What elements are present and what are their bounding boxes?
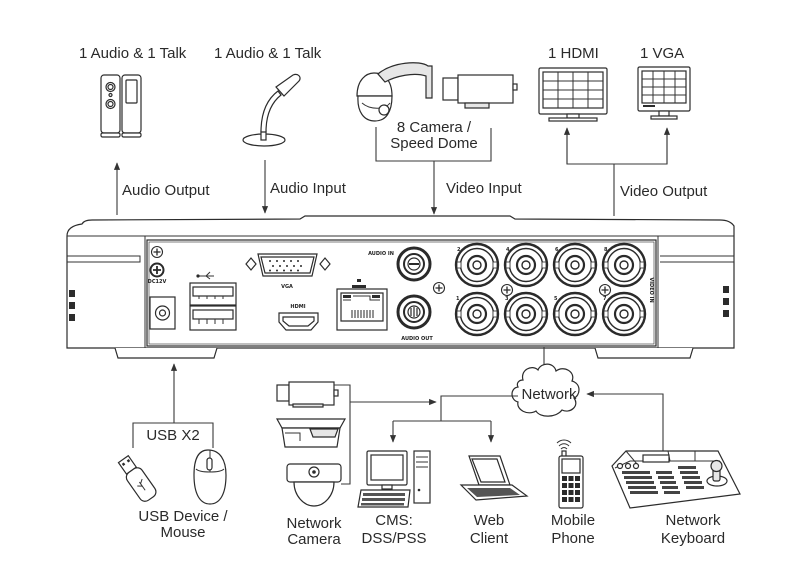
bnc-port-3[interactable]: 3 <box>503 291 549 337</box>
laptop-icon <box>459 455 529 501</box>
ground-screw-icon <box>150 245 164 259</box>
usb-stick-icon <box>117 454 157 502</box>
cms-computer-icon <box>357 450 431 508</box>
power-port[interactable]: DC12V <box>148 262 176 330</box>
vga-port[interactable]: VGA <box>245 253 331 290</box>
bnc-port-6[interactable]: 6 <box>552 242 598 288</box>
vga-monitor-icon <box>637 66 691 120</box>
bnc-port-4[interactable]: 4 <box>503 242 549 288</box>
cms-label-line1: CMS: <box>375 512 413 529</box>
microphone-label: 1 Audio & 1 Talk <box>214 45 322 62</box>
audio-in-port[interactable] <box>396 246 432 282</box>
mouse-icon <box>193 449 227 505</box>
usb-device-label-line1: USB Device / <box>138 508 228 525</box>
network-keyboard-label-line2: Keyboard <box>661 530 725 547</box>
bnc-label-8: 8 <box>604 247 608 253</box>
panel-screw-icon <box>598 283 612 297</box>
microphone-icon <box>242 73 301 147</box>
hdmi-port-label: HDMI <box>290 304 305 310</box>
web-client-label-line1: Web <box>474 512 505 529</box>
usb-bus-label: USB X2 <box>146 427 199 444</box>
usb-device-label-line2: Mouse <box>160 524 205 541</box>
cameras-label-line1: 8 Camera / <box>397 119 472 136</box>
usb-icon <box>196 271 214 280</box>
network-keyboard-label-line1: Network <box>665 512 721 529</box>
bullet-camera-icon <box>275 418 347 448</box>
cameras-label-line2: Speed Dome <box>390 135 478 152</box>
network-box-camera-icon <box>276 381 339 408</box>
hdmi-port[interactable]: HDMI <box>278 304 319 331</box>
network-cloud-label: Network <box>521 386 577 403</box>
audio-in-label: AUDIO IN <box>368 251 394 257</box>
video-in-label: VIDEO IN <box>648 277 654 302</box>
video-input-label: Video Input <box>446 180 522 197</box>
dome-camera-icon <box>286 463 342 507</box>
video-output-label: Video Output <box>620 183 708 200</box>
network-keyboard-icon <box>611 450 741 509</box>
network-camera-label-line1: Network <box>286 515 342 532</box>
hdmi-monitor-label: 1 HDMI <box>548 45 599 62</box>
audio-out-port[interactable] <box>396 294 432 330</box>
bnc-port-7[interactable]: 7 <box>601 291 647 337</box>
cms-label-line2: DSS/PSS <box>361 530 426 547</box>
bnc-port-1[interactable]: 1 <box>454 291 500 337</box>
bnc-port-8[interactable]: 8 <box>601 242 647 288</box>
bnc-label-7: 7 <box>603 296 607 302</box>
speakers-label: 1 Audio & 1 Talk <box>79 45 187 62</box>
mobile-phone-icon <box>556 439 584 509</box>
panel-screw-icon <box>432 281 446 295</box>
audio-out-label: AUDIO OUT <box>401 336 433 342</box>
panel-screw-icon <box>500 283 514 297</box>
usb-port-1[interactable] <box>189 282 237 306</box>
network-camera-label-line2: Camera <box>287 531 341 548</box>
box-camera-icon <box>442 74 518 109</box>
speed-dome-icon <box>356 62 433 122</box>
hdmi-monitor-icon <box>538 67 608 122</box>
network-icon <box>352 279 366 288</box>
power-label: DC12V <box>148 279 167 285</box>
speakers-icon <box>100 74 142 138</box>
vga-monitor-label: 1 VGA <box>640 45 684 62</box>
audio-output-label: Audio Output <box>122 182 210 199</box>
usb-port-2[interactable] <box>189 305 237 331</box>
keyboard-arrow <box>586 390 664 451</box>
bnc-label-5: 5 <box>554 296 558 302</box>
mobile-phone-label-line2: Phone <box>551 530 594 547</box>
video-in-ports: 2 4 6 8 1 3 5 7 <box>454 242 647 337</box>
bnc-label-4: 4 <box>506 247 510 253</box>
bnc-label-3: 3 <box>505 296 509 302</box>
bnc-label-1: 1 <box>456 296 460 302</box>
bnc-port-2[interactable]: 2 <box>454 242 500 288</box>
mobile-phone-label-line1: Mobile <box>551 512 595 529</box>
network-cloud-icon <box>511 363 580 417</box>
ethernet-port[interactable] <box>336 288 388 331</box>
vga-port-label: VGA <box>281 284 293 290</box>
audio-input-label: Audio Input <box>270 180 347 197</box>
bnc-label-2: 2 <box>457 247 461 253</box>
bnc-port-5[interactable]: 5 <box>552 291 598 337</box>
bnc-label-6: 6 <box>555 247 559 253</box>
web-client-label-line2: Client <box>470 530 509 547</box>
